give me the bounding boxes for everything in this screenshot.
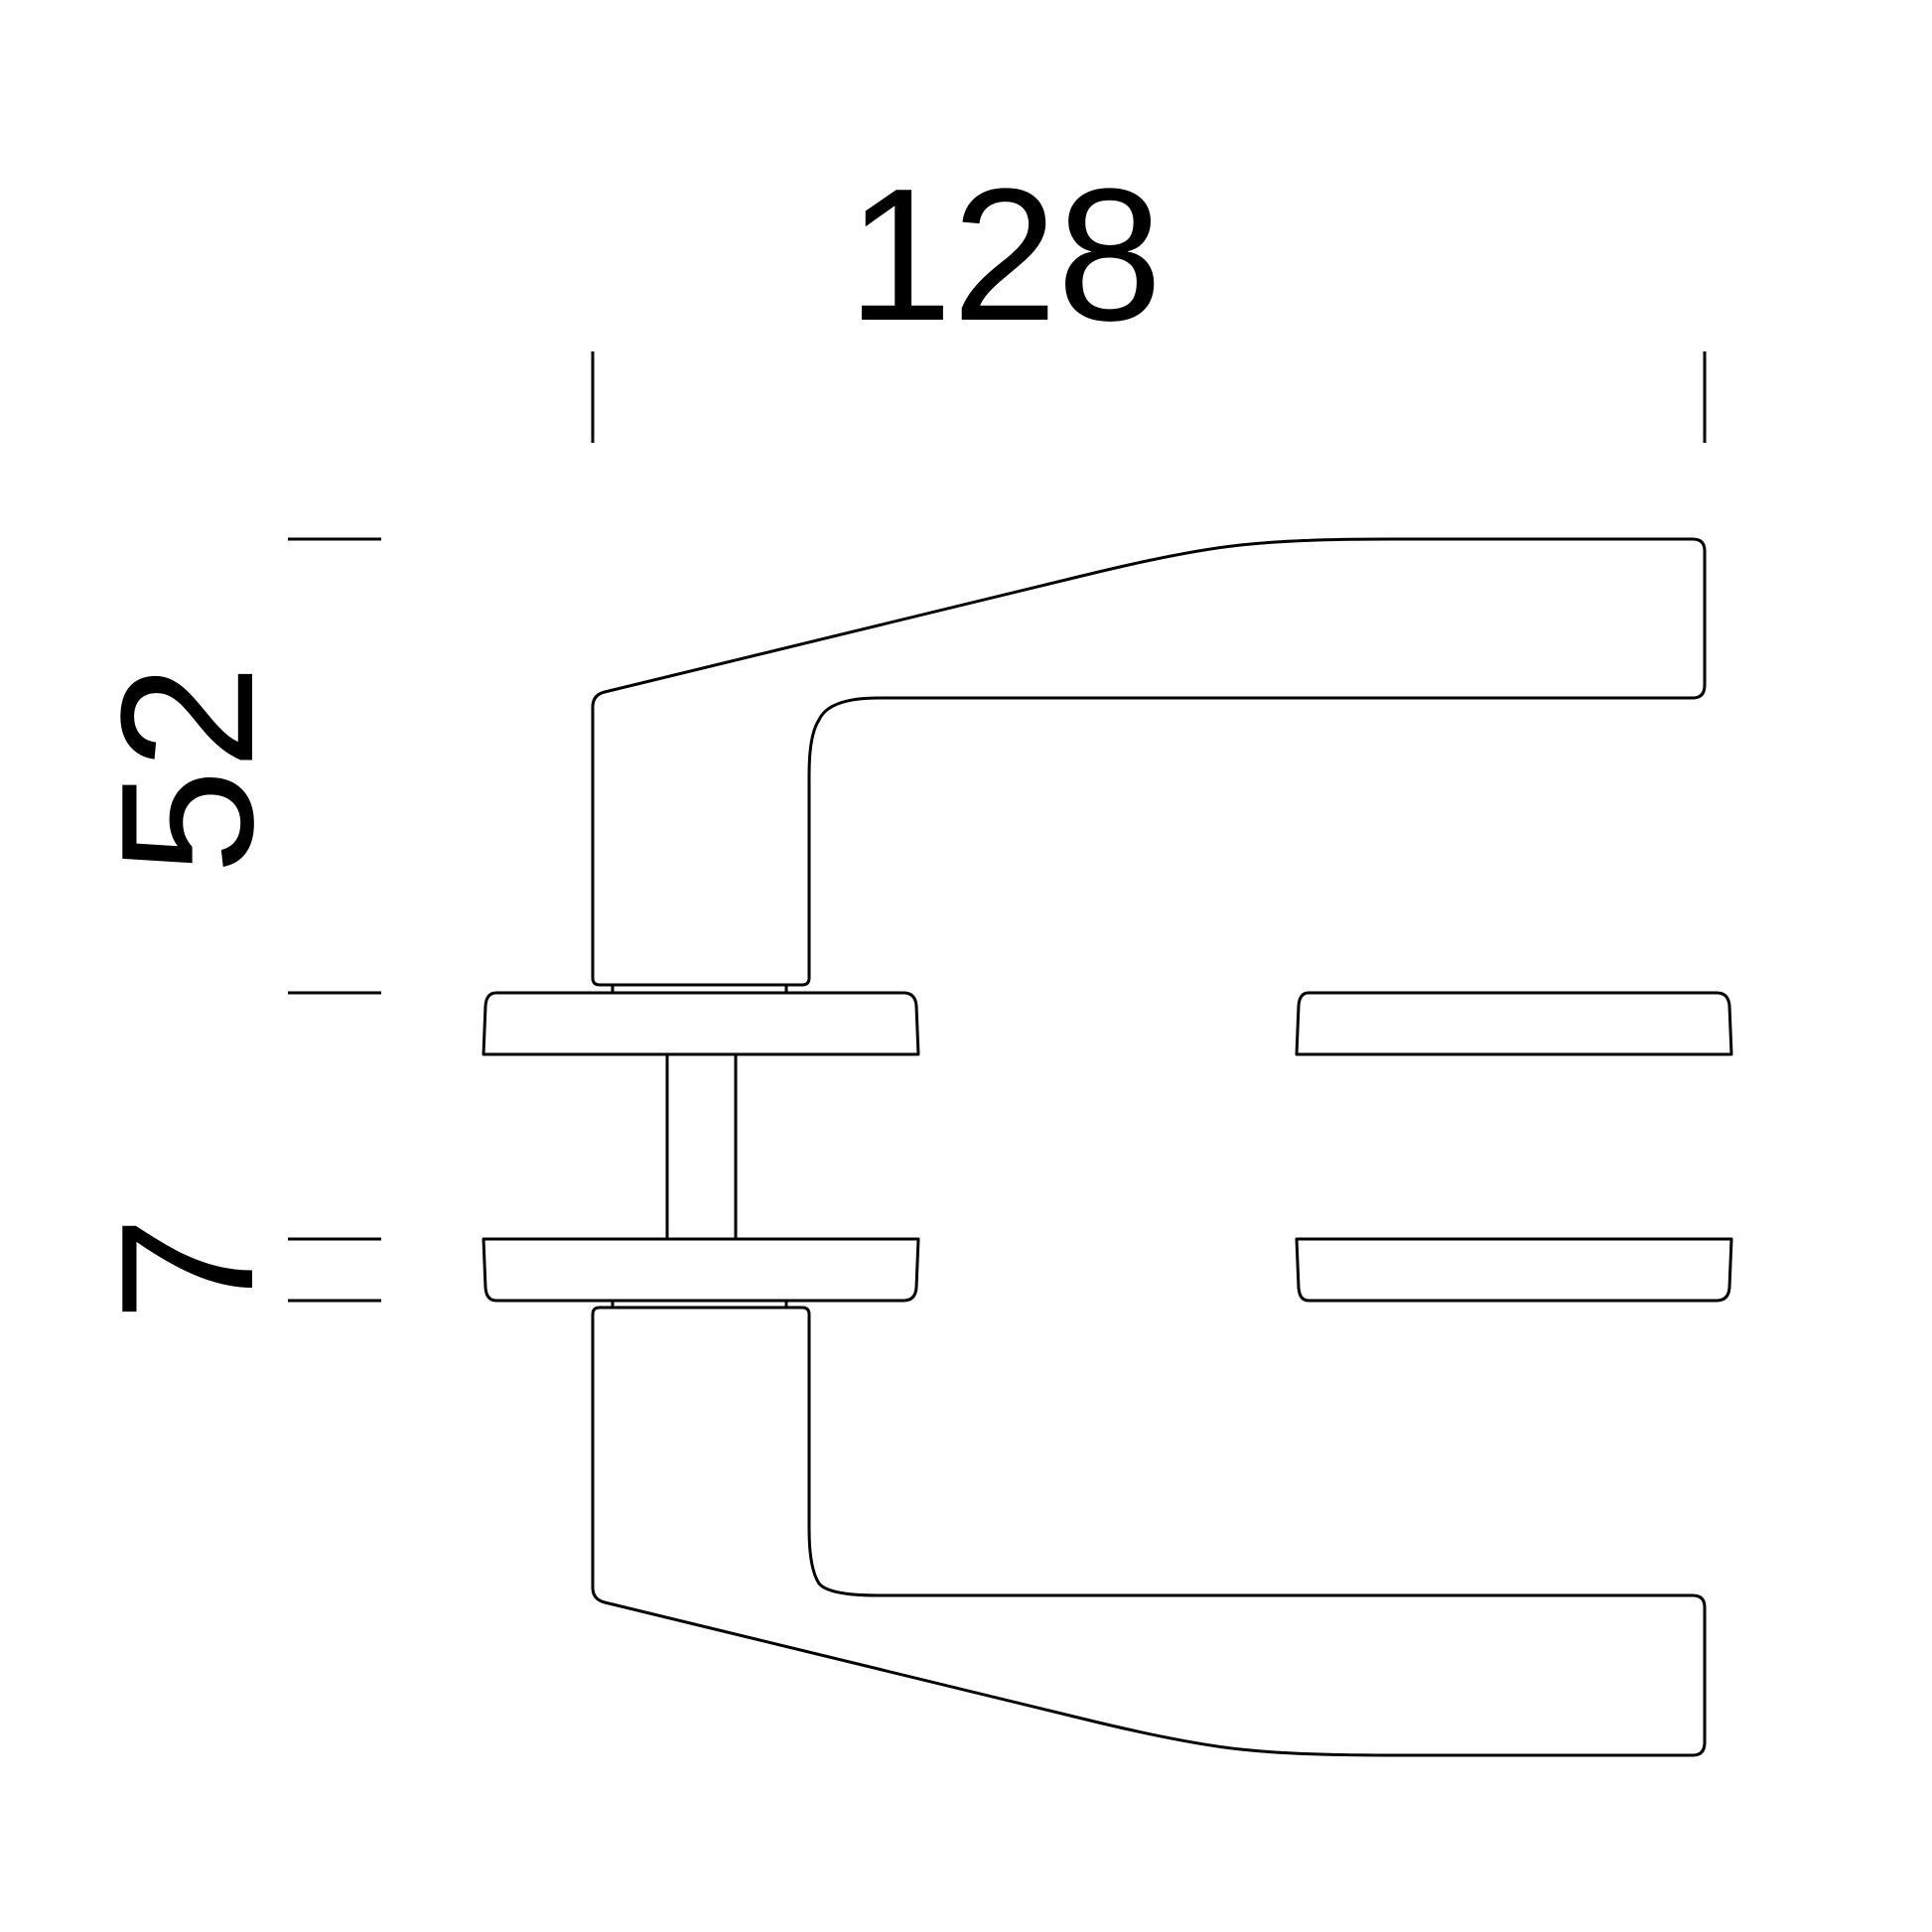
height-dimension-ticks bbox=[288, 537, 381, 1303]
lower-lever-handle bbox=[591, 1299, 1707, 1757]
width-dimension-ticks bbox=[591, 351, 1707, 443]
lower-right-rose bbox=[1295, 1237, 1733, 1303]
upper-left-rose bbox=[482, 991, 920, 1056]
rose-thickness-label: 7 bbox=[82, 1216, 293, 1321]
upper-lever-handle bbox=[591, 537, 1707, 995]
width-dimension-label: 128 bbox=[847, 150, 1162, 360]
lower-left-rose bbox=[482, 1237, 920, 1303]
upper-right-rose bbox=[1295, 991, 1733, 1056]
spindle bbox=[665, 1052, 738, 1241]
height-dimension-label: 52 bbox=[82, 664, 293, 874]
